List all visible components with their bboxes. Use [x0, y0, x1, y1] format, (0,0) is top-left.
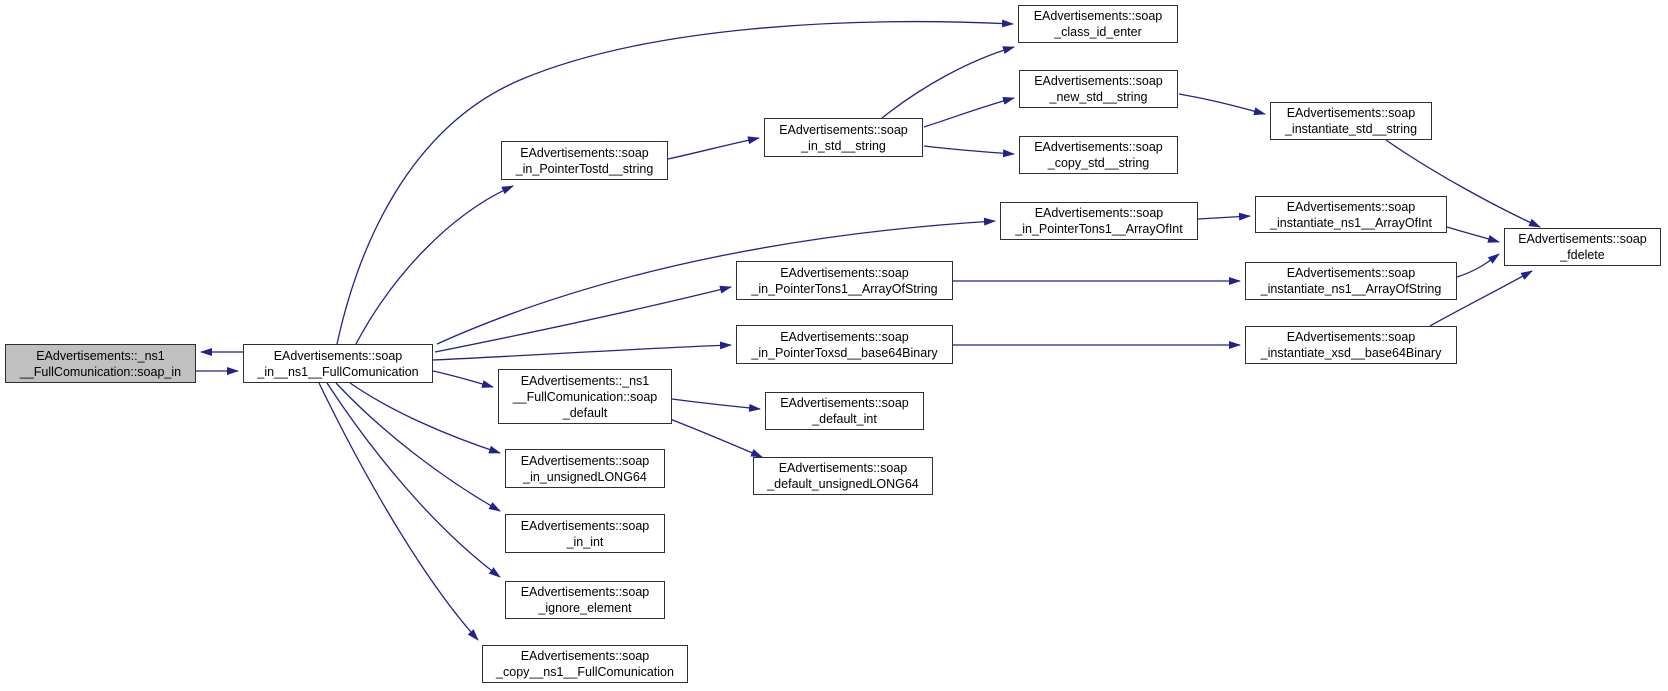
edge-in-full-to-class-id-enter	[336, 19, 1014, 345]
node-soap-default-unsignedlong64[interactable]: EAdvertisements::soap _default_unsignedL…	[753, 457, 933, 495]
node-soap-new-std-string[interactable]: EAdvertisements::soap _new_std__string	[1019, 70, 1178, 108]
edge-in-pointertons1-arrayofint-to-instantiate	[1197, 212, 1251, 221]
node-soap-in-ns1-fullcomunication[interactable]: EAdvertisements::soap _in__ns1__FullComu…	[243, 344, 433, 383]
edge-in-full-to-copy-full	[318, 382, 479, 641]
node-soap-in-pointertoxsd-base64binary[interactable]: EAdvertisements::soap _in_PointerToxsd__…	[736, 325, 953, 364]
edge-in-full-to-in-pointertons1-arrayofstring	[434, 285, 732, 353]
node-soap-in-pointertons1-arrayofint[interactable]: EAdvertisements::soap _in_PointerTons1__…	[1000, 202, 1198, 240]
node-soap-instantiate-xsd-base64binary[interactable]: EAdvertisements::soap _instantiate_xsd__…	[1245, 326, 1457, 364]
node-soap-copy-std-string[interactable]: EAdvertisements::soap _copy_std__string	[1019, 136, 1178, 174]
edge-in-pointertostd-to-in-std-string	[667, 136, 760, 160]
edge-in-std-string-to-copy-std-string	[923, 145, 1015, 158]
node-soap-in-std-string[interactable]: EAdvertisements::soap _in_std__string	[764, 118, 923, 157]
node-soap-instantiate-std-string[interactable]: EAdvertisements::soap _instantiate_std__…	[1270, 102, 1432, 140]
node-soap-class-id-enter[interactable]: EAdvertisements::soap _class_id_enter	[1018, 5, 1178, 43]
node-soap-in-unsignedlong64[interactable]: EAdvertisements::soap _in_unsignedLONG64	[505, 449, 665, 488]
edge-instantiate-std-string-to-fdelete	[1385, 139, 1541, 228]
edge-in-std-string-to-class-id-enter	[881, 46, 1015, 119]
node-soap-in-pointertons1-arrayofstring[interactable]: EAdvertisements::soap _in_PointerTons1__…	[736, 261, 953, 300]
node-soap-fdelete[interactable]: EAdvertisements::soap _fdelete	[1504, 228, 1661, 266]
edge-instantiate-ns1-arrayofstring-to-fdelete	[1456, 253, 1500, 278]
node-soap-default-int[interactable]: EAdvertisements::soap _default_int	[765, 392, 924, 430]
node-soap-instantiate-ns1-arrayofstring[interactable]: EAdvertisements::soap _instantiate_ns1__…	[1245, 262, 1457, 300]
edge-instantiate-ns1-arrayofint-to-fdelete	[1446, 226, 1500, 243]
edge-in-full-to-in-unsignedlong64	[349, 382, 501, 454]
node-soap-in-int[interactable]: EAdvertisements::soap _in_int	[505, 514, 665, 553]
edge-new-std-string-to-instantiate-std-string	[1178, 93, 1266, 116]
node-soap-in-pointertostd-string[interactable]: EAdvertisements::soap _in_PointerTostd__…	[501, 141, 668, 180]
edge-in-full-to-in-pointertostd-string	[355, 185, 514, 345]
node-ns1-fullcomunication-soap-in[interactable]: EAdvertisements::_ns1 __FullComunication…	[5, 344, 196, 383]
edge-soap-default-to-default-int	[671, 398, 761, 412]
edge-in-full-to-in-pointertons1-arrayofint	[436, 217, 996, 345]
edge-in-full-to-soap-default	[432, 370, 494, 388]
node-soap-instantiate-ns1-arrayofint[interactable]: EAdvertisements::soap _instantiate_ns1__…	[1255, 196, 1447, 233]
edge-in-full-to-in-pointertoxsd-base64binary	[432, 341, 732, 361]
edge-soap-default-to-default-unsignedlong64	[669, 418, 763, 458]
edge-instantiate-xsd-base64-to-fdelete	[1429, 270, 1533, 327]
edge-in-full-to-ignore-element	[326, 382, 501, 578]
edge-in-full-to-in-int	[335, 382, 501, 512]
node-soap-ignore-element[interactable]: EAdvertisements::soap _ignore_element	[505, 581, 665, 619]
edge-in-std-string-to-new-std-string	[923, 96, 1015, 128]
node-soap-copy-ns1-fullcomunication[interactable]: EAdvertisements::soap _copy__ns1__FullCo…	[482, 645, 688, 683]
node-ns1-fullcomunication-soap-default[interactable]: EAdvertisements::_ns1 __FullComunication…	[498, 369, 672, 424]
